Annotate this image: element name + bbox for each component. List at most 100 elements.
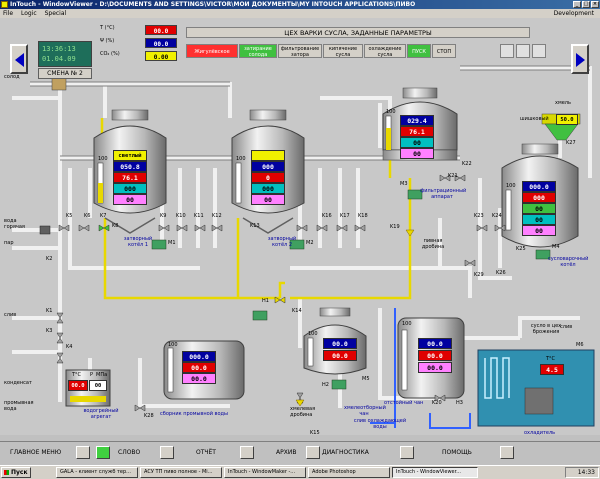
motor-m5[interactable]: M5 [362,376,370,382]
close-button[interactable]: × [591,1,599,8]
task-photoshop[interactable]: Adobe Photoshop [308,467,390,478]
nav-prev-button[interactable] [10,44,28,74]
start-process-button[interactable]: ПУСК [407,44,431,58]
diagnostics-button[interactable]: ДИАГНОСТИКА [322,449,369,456]
mode-cooling-button[interactable]: охлаждение сусла [364,44,406,58]
valve-k18[interactable]: K18 [358,213,368,219]
kettle-2-value-2: 0 [251,172,285,183]
motor-m2[interactable]: M2 [306,240,314,246]
valve-k20[interactable]: K20 [432,400,442,406]
settler-value-2: 00.0 [418,350,452,361]
valve-k21[interactable]: K21 [448,173,458,179]
print-icon[interactable] [516,44,530,58]
valve-k14[interactable]: K14 [292,308,302,314]
kettle-2-value-3: 000 [251,183,285,194]
nav-next-button[interactable] [571,44,589,74]
valve-k27[interactable]: K27 [566,140,576,146]
shift-label: СМЕНА № 2 [38,68,92,79]
motor-m4[interactable]: M4 [552,244,560,250]
arrow-left-icon [15,53,24,67]
whirlpool-title: хмелеотборный чан [344,405,386,417]
task-windowmaker[interactable]: InTouch - WindowMaker -... [224,467,306,478]
report-led [240,446,254,459]
page-title: ЦЕХ ВАРКИ СУСЛА, ЗАДАННЫЕ ПАРАМЕТРЫ [186,27,530,38]
drain-label: слив [4,312,17,318]
valve-k15[interactable]: K15 [310,430,320,436]
valve-k26[interactable]: K26 [496,270,506,276]
valve-k10[interactable]: K10 [176,213,186,219]
valve-k23[interactable]: K23 [474,213,484,219]
task-windowviewer[interactable]: InTouch - WindowViewer... [392,467,478,478]
tools-icon[interactable] [532,44,546,58]
valve-k7[interactable]: K7 [100,213,107,219]
valve-k25[interactable]: K25 [516,246,526,252]
settler-scale: 100 [402,321,412,327]
archive-button[interactable]: АРХИВ [276,449,297,456]
mode-filtering-button[interactable]: фильтрование затора [278,44,322,58]
valve-k3[interactable]: K3 [46,328,53,334]
slovo-button[interactable]: СЛОВО [118,449,141,456]
valve-k5[interactable]: K5 [66,213,73,219]
valve-k22[interactable]: K22 [462,161,472,167]
motor-m3[interactable]: M3 [400,181,408,187]
valve-k17[interactable]: K17 [340,213,350,219]
pump-h3[interactable]: H3 [456,400,463,406]
filter-value-1: 029.4 [400,115,434,126]
start-button[interactable]: Пуск [1,467,31,478]
valve-k1[interactable]: K1 [46,308,53,314]
menu-file[interactable]: File [3,10,14,17]
help-indicator [500,446,514,459]
mode-boiling-button[interactable]: кипячение сусла [323,44,363,58]
menu-development[interactable]: Development [553,10,594,17]
motor-m6[interactable]: M6 [576,342,584,348]
wort-kettle-value-1: 000.0 [522,181,556,192]
valve-k29[interactable]: K29 [474,272,484,278]
mode-mashing-button[interactable]: затирание солода [239,44,277,58]
kettle-1-scale: 100 [98,156,108,162]
valve-k11[interactable]: K11 [194,213,204,219]
archive-indicator [306,446,320,459]
minimize-button[interactable]: _ [573,1,581,8]
window-title: InTouch - WindowViewer - D:\DOCUMENTS AN… [10,1,416,8]
help-button[interactable]: ПОМОЩЬ [442,449,472,456]
cooler-t-label: T°C [546,356,556,362]
valve-k6[interactable]: K6 [84,213,91,219]
maximize-button[interactable]: □ [582,1,590,8]
valve-k16[interactable]: K16 [322,213,332,219]
valve-k12[interactable]: K12 [212,213,222,219]
pump-h2[interactable]: H2 [322,382,329,388]
bottom-toolbar: ГЛАВНОЕ МЕНЮ СЛОВО ОТЧЁТ АРХИВ ДИАГНОСТИ… [0,441,600,463]
valve-k24[interactable]: K24 [492,213,502,219]
valve-k13[interactable]: K13 [250,223,260,229]
valve-k8[interactable]: K8 [112,223,119,229]
valve-k19[interactable]: K19 [390,224,400,230]
cooler-unit [477,349,595,427]
recipe-button[interactable]: Жигулёвское [186,44,238,58]
wash-water-value-1: 000.0 [182,351,216,362]
valve-k2[interactable]: K2 [46,256,53,262]
valve-k28[interactable]: K28 [144,413,154,419]
title-bar: InTouch - WindowViewer - D:\DOCUMENTS AN… [0,0,600,9]
wash-water-value-2: 00.0 [182,362,216,373]
pump-h1[interactable]: H1 [262,298,269,304]
task-gala[interactable]: GALA - клиент служб тер... [56,467,138,478]
valve-k9[interactable]: K9 [160,213,167,219]
main-menu-indicator [76,446,90,459]
menu-logic[interactable]: Logic [20,10,37,17]
wort-kettle-value-5: 00 [522,225,556,236]
menu-special[interactable]: Special [44,10,67,17]
report-button[interactable]: ОТЧЁТ [196,449,216,456]
kettle-2-value-4: 00 [251,194,285,205]
filter-scale: 100 [386,109,396,115]
windows-logo-icon [4,470,9,475]
sensor-temperature-label: T (°C) [100,25,115,31]
sensor-co2-value: 0.00 [145,51,177,61]
valve-k4[interactable]: K4 [66,344,73,350]
task-asu-tp[interactable]: АСУ ТП пиво полное - Mi... [140,467,222,478]
settings-icon[interactable] [500,44,514,58]
stop-process-button[interactable]: СТОП [432,44,456,58]
motor-symbols [151,189,551,390]
wort-kettle-scale: 100 [506,183,516,189]
main-menu-button[interactable]: ГЛАВНОЕ МЕНЮ [10,449,62,456]
motor-m1[interactable]: M1 [168,240,176,246]
